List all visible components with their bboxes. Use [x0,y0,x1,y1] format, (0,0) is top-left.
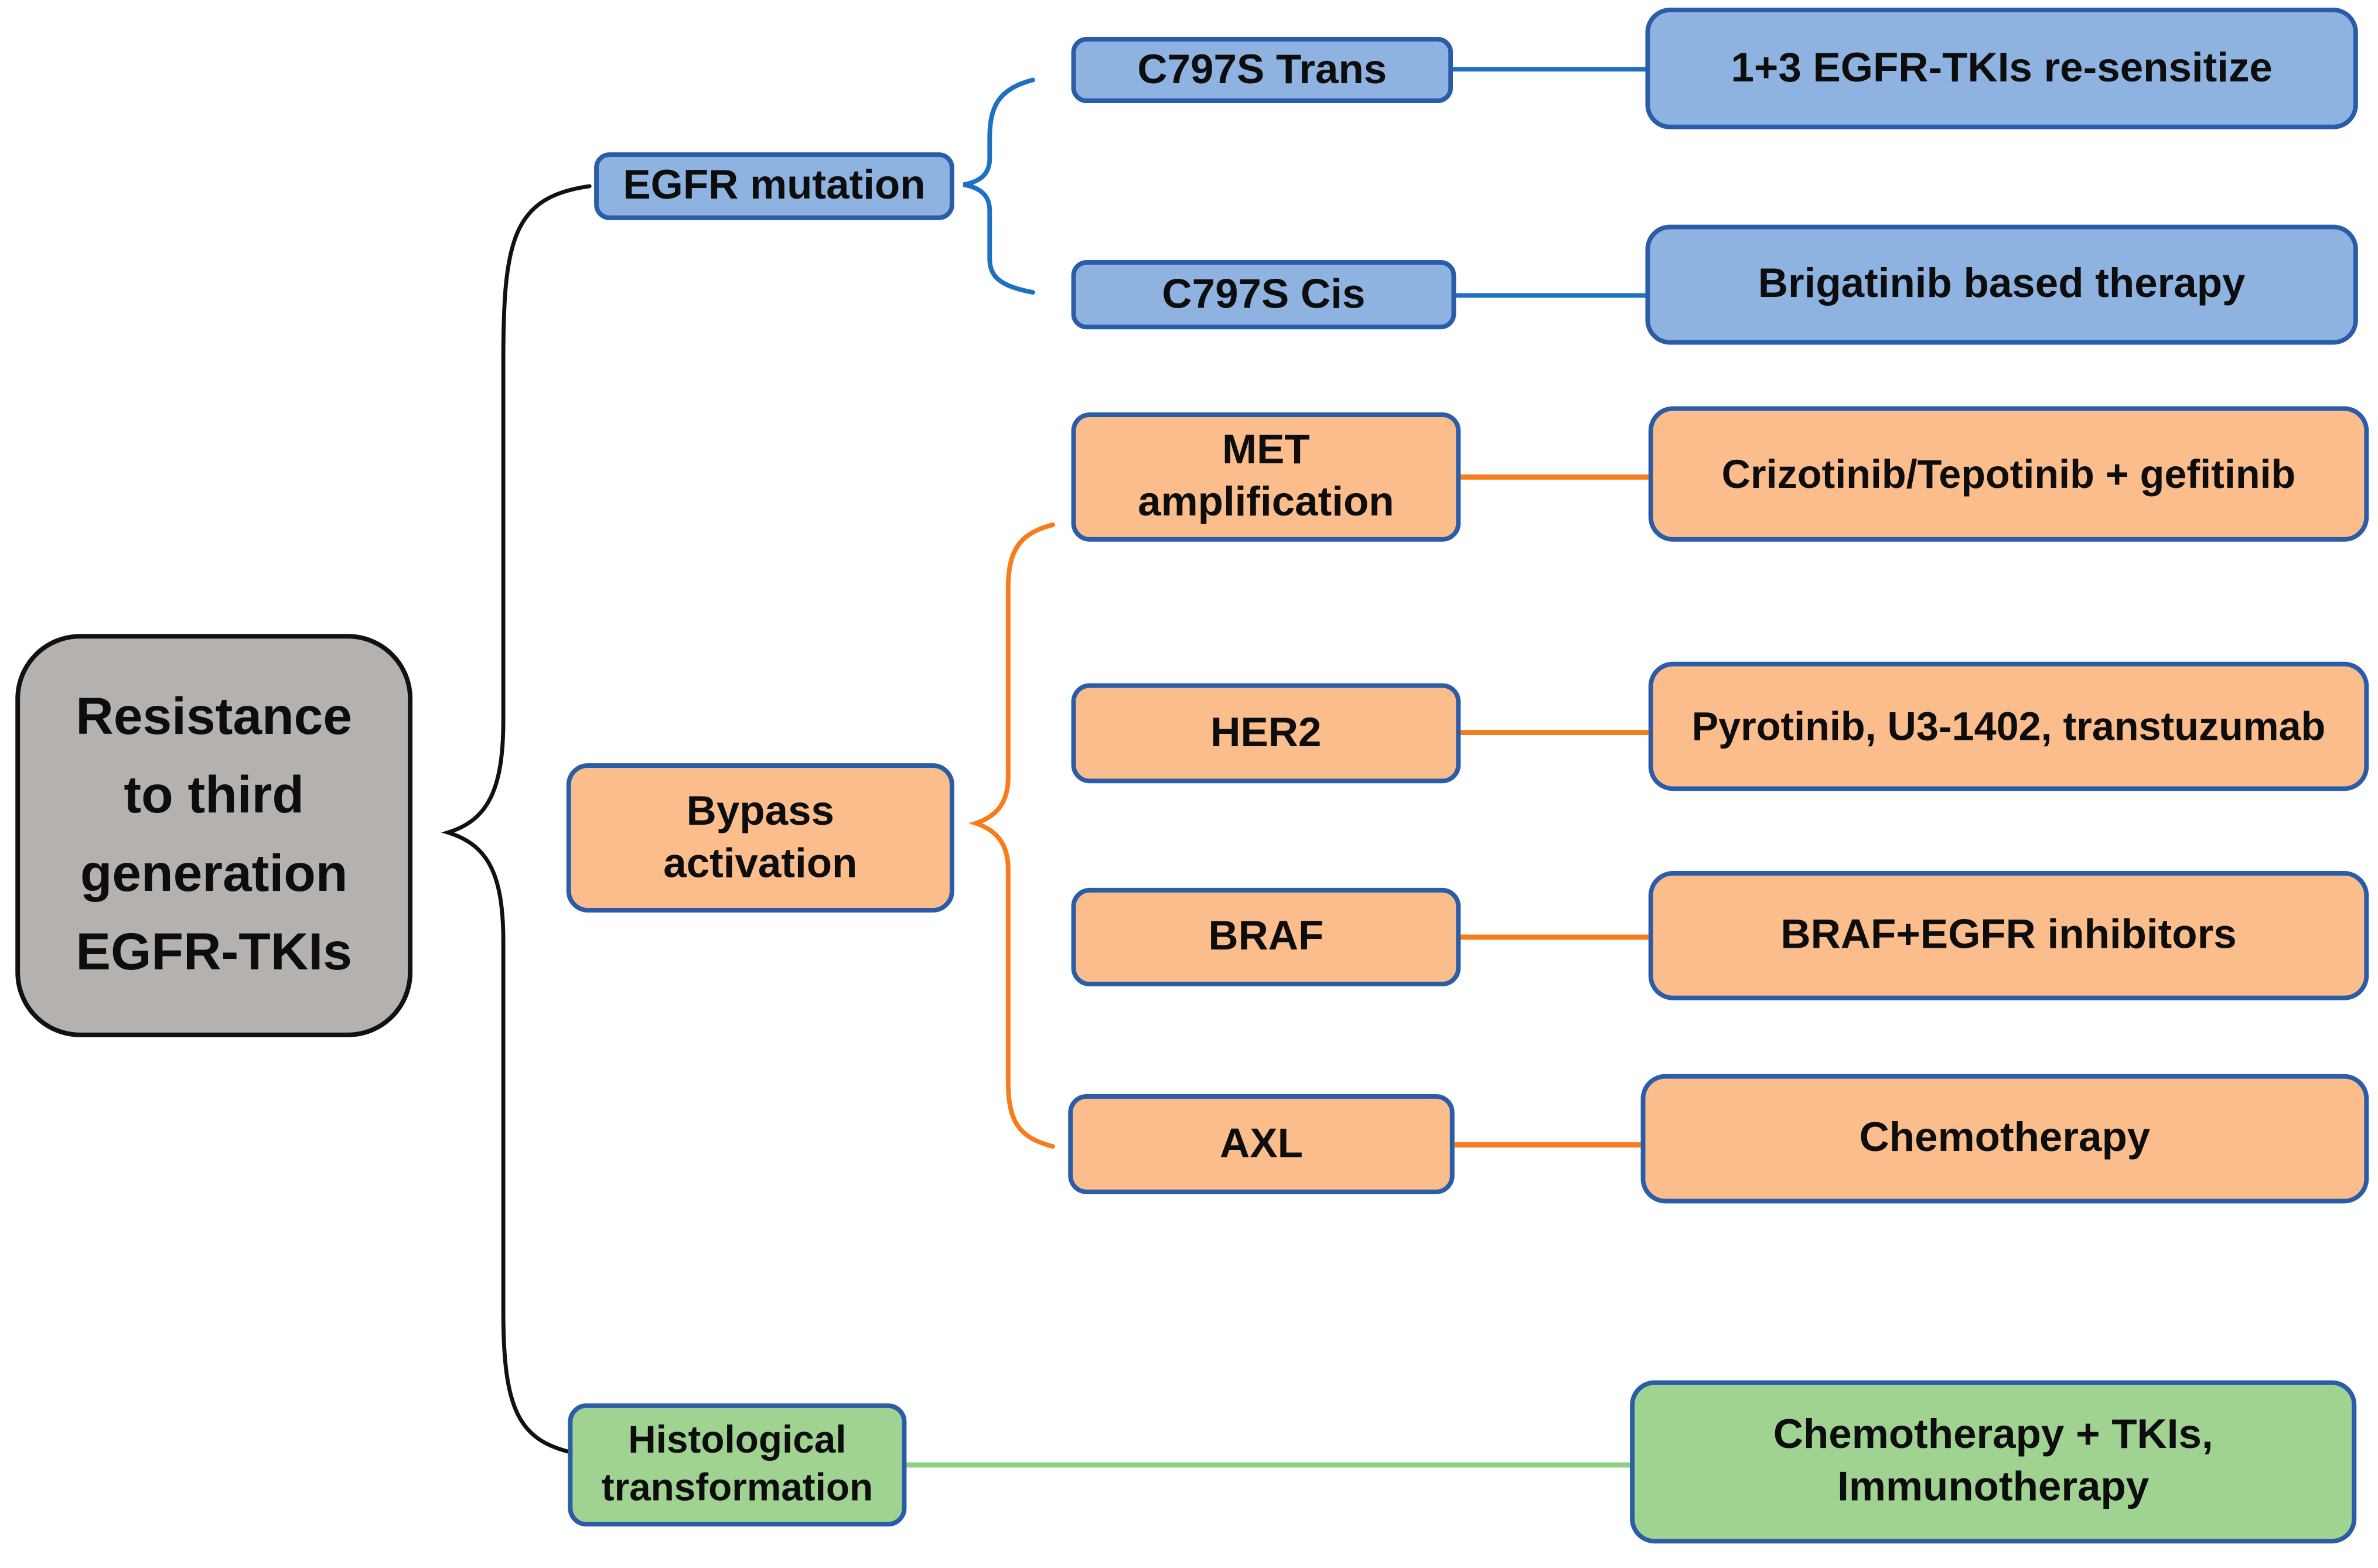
node-c797s-cis: C797S Cis [1071,259,1456,330]
bypass-activation-brace [968,522,1055,1149]
branch-bypass-activation: Bypass activation [566,763,954,913]
therapy-crizotinib-tepotinib: Crizotinib/Tepotinib + gefitinib [1648,406,2369,542]
node-braf: BRAF [1071,887,1461,987]
node-her2: HER2 [1071,683,1461,784]
node-axl: AXL [1068,1094,1455,1194]
egfr-mutation-brace [963,77,1035,295]
therapy-egfr-tkis-resensitize: 1+3 EGFR-TKIs re-sensitize [1645,8,2358,129]
root-brace [441,184,592,1455]
therapy-brigatinib: Brigatinib based therapy [1645,224,2358,345]
therapy-pyrotinib: Pyrotinib, U3-1402, transtuzumab [1648,661,2369,791]
node-met-amplification: MET amplification [1071,412,1461,542]
root-node: Resistance to third generation EGFR-TKIs [15,634,413,1037]
branch-histological-transformation: Histological transformation [568,1403,907,1527]
branch-egfr-mutation: EGFR mutation [594,152,954,220]
therapy-braf-egfr-inhibitors: BRAF+EGFR inhibitors [1648,870,2369,1000]
node-c797s-trans: C797S Trans [1071,37,1454,104]
therapy-chemo-tkis-immunotherapy: Chemotherapy + TKIs, Immunotherapy [1630,1380,2357,1544]
therapy-chemotherapy: Chemotherapy [1640,1074,2369,1204]
